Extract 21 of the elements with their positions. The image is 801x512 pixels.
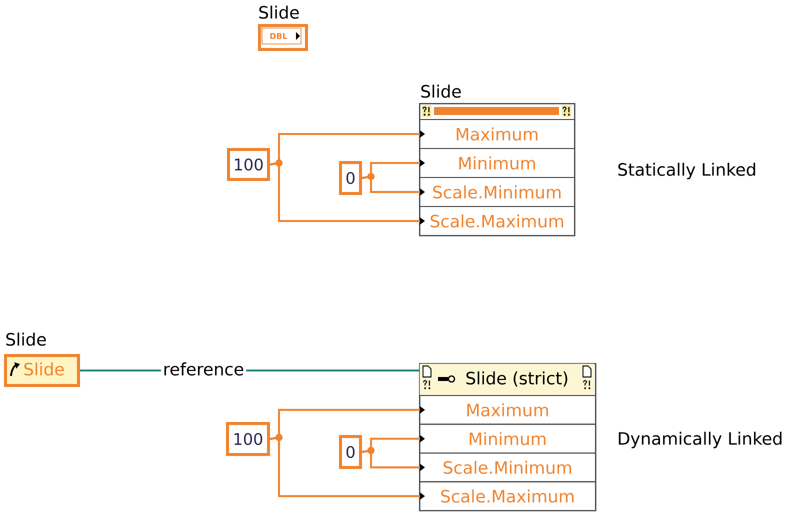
constant-box: 0 xyxy=(339,435,362,469)
node-label: Slide xyxy=(259,6,299,19)
property-row: Scale.Maximum xyxy=(419,481,596,511)
data-terminal: DBL xyxy=(258,24,308,51)
node-label: Slide xyxy=(6,332,46,346)
side-label: Statically Linked xyxy=(618,162,756,180)
property-row: Scale.Minimum xyxy=(419,177,575,207)
constant-box: 100 xyxy=(226,422,270,456)
property-row: Maximum xyxy=(419,395,596,425)
property-row: Maximum xyxy=(419,119,575,149)
node-header: Slide (strict) xyxy=(420,364,594,395)
constant-box: 100 xyxy=(227,148,270,181)
property-row: Minimum xyxy=(419,424,596,454)
side-label: Dynamically Linked xyxy=(618,432,782,448)
property-row: Scale.Maximum xyxy=(419,206,575,236)
reference-control: Slide xyxy=(4,354,80,387)
constant-box: 0 xyxy=(339,161,362,195)
property-row: Minimum xyxy=(419,148,575,178)
edge-label: reference xyxy=(160,360,246,378)
property-row: Scale.Minimum xyxy=(419,452,596,482)
node-label: Slide xyxy=(421,84,461,98)
